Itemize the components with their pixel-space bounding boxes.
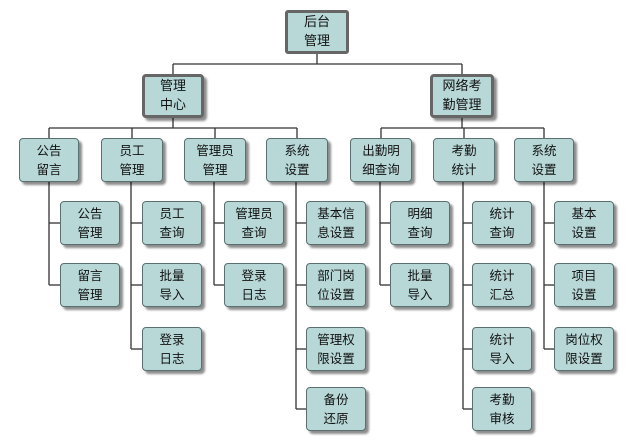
module-node: 系统 设置 (266, 138, 328, 182)
item-node: 考勤 审核 (472, 387, 532, 431)
module-node: 公告 留言 (19, 138, 79, 182)
item-node: 管理员 查询 (224, 201, 284, 245)
item-node: 统计 汇总 (472, 263, 532, 307)
group-node: 网络考 勤管理 (430, 74, 494, 118)
item-node: 登录 日志 (224, 263, 284, 307)
item-node: 统计 导入 (472, 327, 532, 371)
item-node-label: 统计 汇总 (489, 268, 515, 302)
module-node-label: 管理员 管理 (196, 143, 234, 177)
item-node: 员工 查询 (142, 201, 202, 245)
item-node: 批量 导入 (142, 263, 202, 307)
root-node: 后台 管理 (285, 10, 349, 54)
item-node-label: 岗位权 限设置 (565, 332, 603, 366)
module-node-label: 公告 留言 (36, 143, 62, 177)
item-node-label: 批量 导入 (159, 268, 185, 302)
item-node: 项目 设置 (554, 263, 614, 307)
group-node-label: 管理 中心 (159, 79, 186, 113)
module-node-label: 出勤明 细查询 (362, 143, 400, 177)
item-node: 部门岗 位设置 (306, 263, 366, 307)
item-node: 留言 管理 (60, 263, 120, 307)
item-node: 岗位权 限设置 (554, 327, 614, 371)
item-node-label: 部门岗 位设置 (317, 268, 355, 302)
item-node-label: 基本 设置 (571, 206, 597, 240)
item-node-label: 明细 查询 (407, 206, 433, 240)
item-node-label: 项目 设置 (571, 268, 597, 302)
item-node-label: 管理权 限设置 (317, 332, 355, 366)
item-node: 统计 查询 (472, 201, 532, 245)
item-node-label: 留言 管理 (77, 268, 103, 302)
item-node-label: 登录 日志 (159, 332, 185, 366)
module-node: 管理员 管理 (184, 138, 246, 182)
item-node: 公告 管理 (60, 201, 120, 245)
module-node: 考勤 统计 (433, 138, 495, 182)
module-node: 员工 管理 (101, 138, 163, 182)
module-node: 出勤明 细查询 (350, 138, 412, 182)
module-node-label: 系统 设置 (284, 143, 310, 177)
item-node-label: 员工 查询 (159, 206, 185, 240)
root-node-label: 后台 管理 (303, 15, 330, 49)
item-node: 管理权 限设置 (306, 327, 366, 371)
item-node-label: 考勤 审核 (489, 392, 515, 426)
module-node-label: 员工 管理 (119, 143, 145, 177)
item-node: 基本信 息设置 (306, 201, 366, 245)
item-node-label: 统计 查询 (489, 206, 515, 240)
item-node-label: 管理员 查询 (235, 206, 273, 240)
module-node: 系统 设置 (514, 138, 574, 182)
item-node-label: 统计 导入 (489, 332, 515, 366)
module-node-label: 考勤 统计 (451, 143, 477, 177)
item-node: 备份 还原 (306, 387, 366, 431)
item-node-label: 基本信 息设置 (317, 206, 355, 240)
item-node: 批量 导入 (390, 263, 450, 307)
item-node-label: 备份 还原 (323, 392, 349, 426)
module-node-label: 系统 设置 (531, 143, 557, 177)
item-node: 基本 设置 (554, 201, 614, 245)
item-node-label: 登录 日志 (241, 268, 267, 302)
item-node: 明细 查询 (390, 201, 450, 245)
group-node: 管理 中心 (142, 74, 204, 118)
item-node-label: 批量 导入 (407, 268, 433, 302)
item-node-label: 公告 管理 (77, 206, 103, 240)
group-node-label: 网络考 勤管理 (442, 79, 482, 113)
item-node: 登录 日志 (142, 327, 202, 371)
